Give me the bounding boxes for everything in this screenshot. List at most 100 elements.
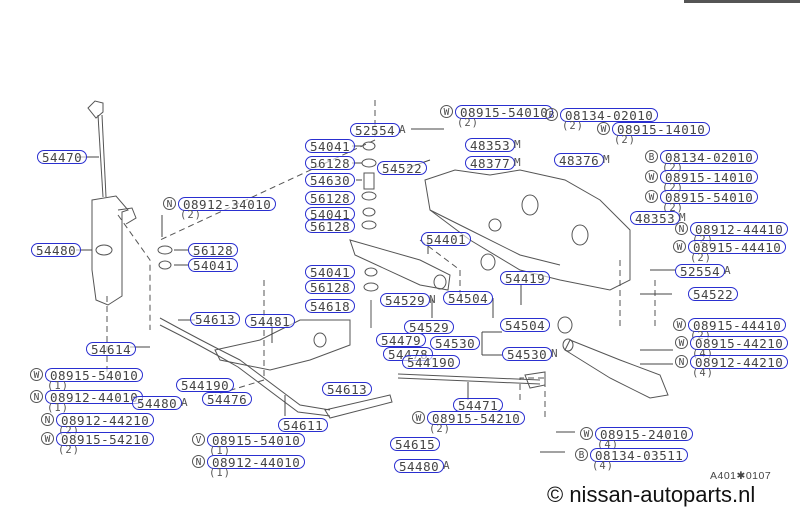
rod-54471-drawing <box>397 371 546 389</box>
part-number-link[interactable]: 54615 <box>390 437 441 451</box>
part-number-link[interactable]: 08134-02010 <box>560 108 659 122</box>
part-number-link[interactable]: 08915-54010 <box>660 190 759 204</box>
part-number-link[interactable]: 52554 <box>350 123 401 137</box>
fastener-type-icon: W <box>645 190 658 203</box>
link-54530-drawing <box>562 338 669 399</box>
part-number-link[interactable]: 54419 <box>500 271 551 285</box>
part-number-link[interactable]: 56128 <box>305 219 356 233</box>
part-quantity: (2) <box>614 134 636 146</box>
part-number-link[interactable]: 56128 <box>188 243 239 257</box>
part-number-link[interactable]: 08915-54210 <box>427 411 526 425</box>
bracket-54480-drawing <box>91 195 137 306</box>
fastener-type-icon: W <box>440 105 453 118</box>
part-suffix: A <box>724 264 731 277</box>
part-number-link[interactable]: 48377 <box>465 156 516 170</box>
part-number-link[interactable]: 48353 <box>465 138 516 152</box>
part-number-link[interactable]: 54479 <box>376 333 427 347</box>
part-number-link[interactable]: 54529 <box>404 320 455 334</box>
part-number-link[interactable]: 08912-44410 <box>690 222 789 236</box>
part-number-link[interactable]: 54530 <box>430 336 481 350</box>
part-number-link[interactable]: 54480 <box>132 396 183 410</box>
part-number-link[interactable]: 54618 <box>305 299 356 313</box>
part-number-link[interactable]: 08915-44410 <box>688 318 787 332</box>
part-suffix: A <box>443 459 450 472</box>
part-number-link[interactable]: 08915-54010 <box>207 433 306 447</box>
part-number-link[interactable]: 08915-14010 <box>660 170 759 184</box>
part-number-link[interactable]: 08912-44210 <box>690 355 789 369</box>
fastener-type-icon: N <box>675 355 688 368</box>
part-quantity: (2) <box>429 423 451 435</box>
fastener-type-icon: N <box>675 222 688 235</box>
part-number-link[interactable]: 56128 <box>305 191 356 205</box>
part-suffix: M <box>603 153 610 166</box>
part-number-link[interactable]: 08915-44210 <box>690 336 789 350</box>
part-number-link[interactable]: 54611 <box>278 418 329 432</box>
part-quantity: (1) <box>209 467 231 479</box>
part-suffix: A <box>399 123 406 136</box>
part-number-link[interactable]: 08912-44010 <box>207 455 306 469</box>
part-number-link[interactable]: 544190 <box>402 355 461 369</box>
part-quantity: (2) <box>690 252 712 264</box>
part-number-link[interactable]: 54504 <box>443 291 494 305</box>
part-number-link[interactable]: 08915-44410 <box>688 240 787 254</box>
part-number-link[interactable]: 08915-54210 <box>56 432 155 446</box>
part-number-link[interactable]: 54401 <box>421 232 472 246</box>
part-number-link[interactable]: 54041 <box>305 139 356 153</box>
diagram-code: A401✱0107 <box>710 470 772 482</box>
part-quantity: (2) <box>58 444 80 456</box>
part-suffix: M <box>679 211 686 224</box>
part-number-link[interactable]: 54480 <box>31 243 82 257</box>
part-number-link[interactable]: 08912-44010 <box>45 390 144 404</box>
part-quantity: (1) <box>209 445 231 457</box>
part-number-link[interactable]: 48353 <box>630 211 681 225</box>
part-number-link[interactable]: 54041 <box>188 258 239 272</box>
part-suffix: A <box>181 396 188 409</box>
link-54529-drawing <box>349 239 451 291</box>
part-number-link[interactable]: 54480 <box>394 459 445 473</box>
part-number-link[interactable]: 54529 <box>380 293 431 307</box>
stabilizer-bar-54611-drawing <box>159 317 331 417</box>
part-number-link[interactable]: 08134-02010 <box>660 150 759 164</box>
part-number-link[interactable]: 08134-03511 <box>590 448 689 462</box>
rod-54470-drawing <box>87 100 107 198</box>
part-number-link[interactable]: 544190 <box>176 378 235 392</box>
part-suffix: N <box>551 347 558 360</box>
part-number-link[interactable]: 54530 <box>502 347 553 361</box>
part-number-link[interactable]: 56128 <box>305 156 356 170</box>
part-quantity: (2) <box>180 209 202 221</box>
part-number-link[interactable]: 54476 <box>202 392 253 406</box>
part-number-link[interactable]: 08915-54010 <box>455 105 554 119</box>
part-number-link[interactable]: 56128 <box>305 280 356 294</box>
part-number-link[interactable]: 54471 <box>453 398 504 412</box>
fastener-type-icon: W <box>30 368 43 381</box>
fastener-type-icon: W <box>580 427 593 440</box>
part-number-link[interactable]: 54614 <box>86 342 137 356</box>
part-number-link[interactable]: 54504 <box>500 318 551 332</box>
part-number-link[interactable]: 54613 <box>190 312 241 326</box>
part-quantity: (2) <box>562 120 584 132</box>
fastener-type-icon: W <box>645 170 658 183</box>
fastener-type-icon: W <box>673 318 686 331</box>
part-number-link[interactable]: 08915-54010 <box>45 368 144 382</box>
part-quantity: (1) <box>47 380 69 392</box>
fastener-type-icon: W <box>673 240 686 253</box>
part-number-link[interactable]: 08915-24010 <box>595 427 694 441</box>
part-number-link[interactable]: 54470 <box>37 150 88 164</box>
part-number-link[interactable]: 54613 <box>322 382 373 396</box>
part-number-link[interactable]: 54630 <box>305 173 356 187</box>
part-number-link[interactable]: 54522 <box>377 161 428 175</box>
part-number-link[interactable]: 54041 <box>305 265 356 279</box>
part-quantity: (2) <box>457 117 479 129</box>
fastener-type-icon: V <box>192 433 205 446</box>
part-number-link[interactable]: 08915-14010 <box>612 122 711 136</box>
part-number-link[interactable]: 08912-34010 <box>178 197 277 211</box>
fastener-type-icon: W <box>597 122 610 135</box>
part-number-link[interactable]: 54522 <box>688 287 739 301</box>
fastener-type-icon: N <box>192 455 205 468</box>
part-number-link[interactable]: 54041 <box>305 207 356 221</box>
part-number-link[interactable]: 48376 <box>554 153 605 167</box>
part-number-link[interactable]: 08912-44210 <box>56 413 155 427</box>
part-number-link[interactable]: 52554 <box>675 264 726 278</box>
part-number-link[interactable]: 54481 <box>245 314 296 328</box>
washer-stack-drawing <box>157 141 379 328</box>
